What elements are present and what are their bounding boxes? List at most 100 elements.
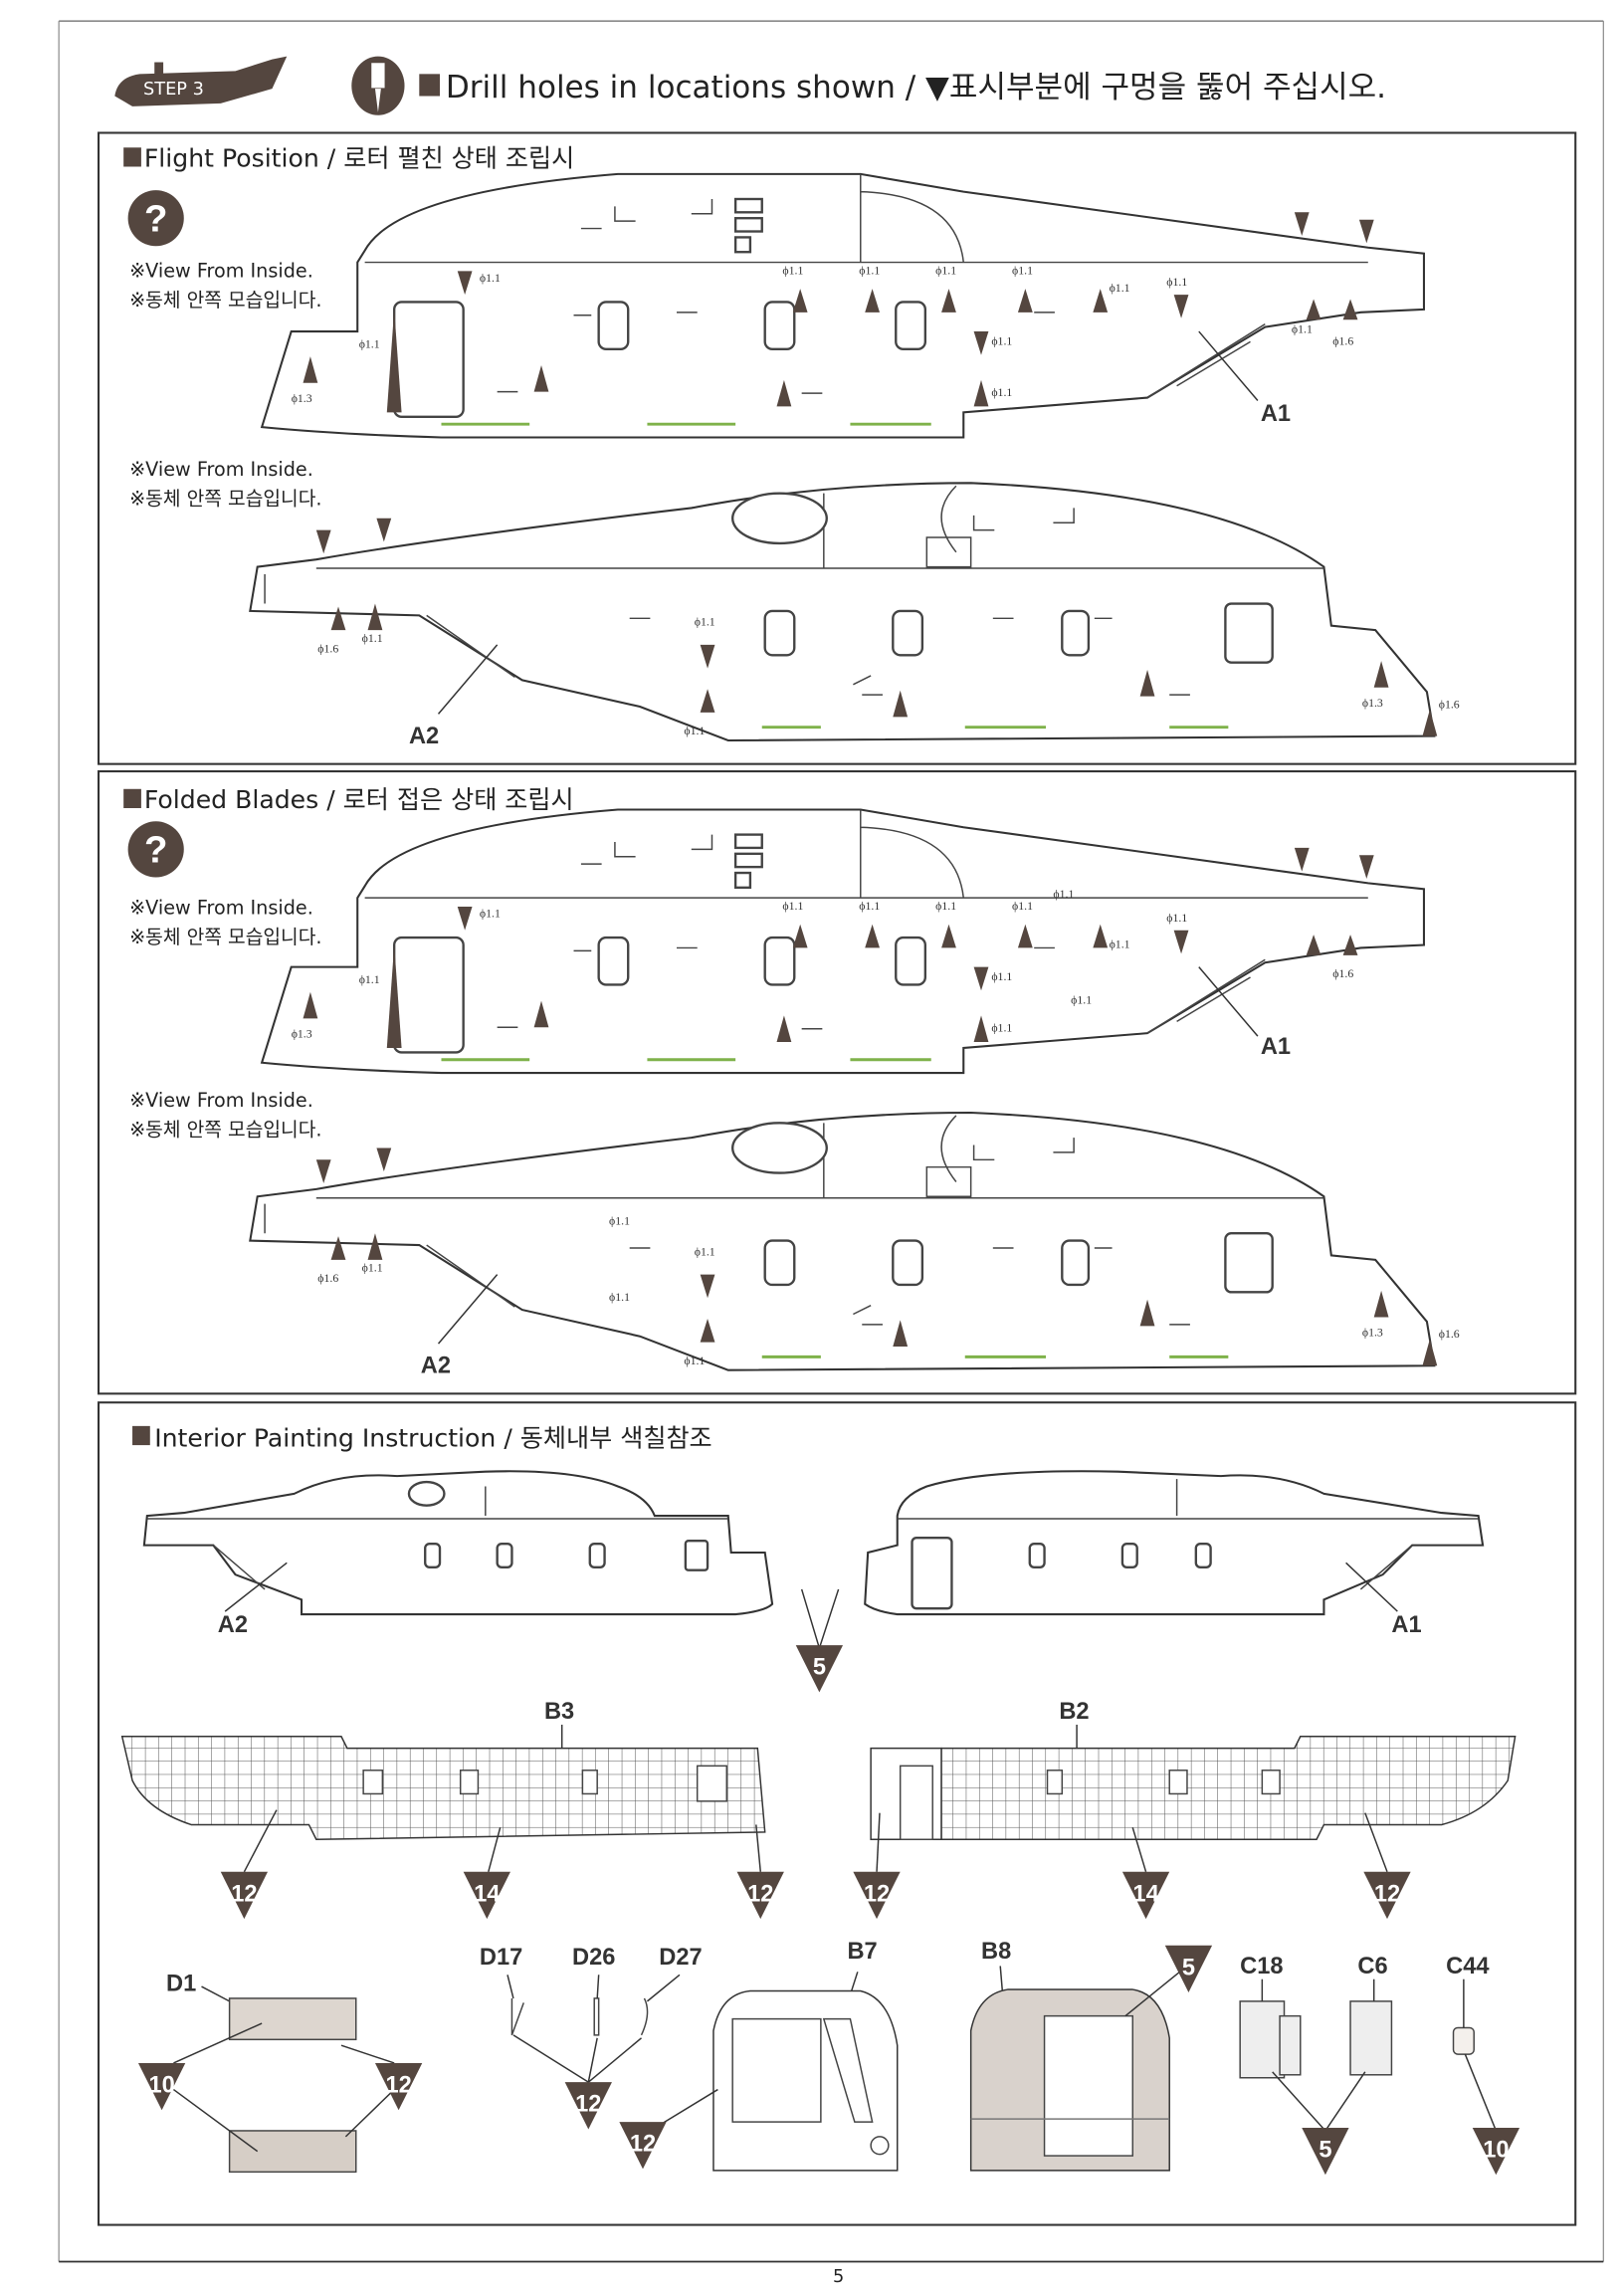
label: ϕ1.1	[480, 271, 501, 285]
label: ϕ1.1	[609, 1213, 630, 1227]
part-label-a1: A1	[1391, 1612, 1421, 1638]
label: ϕ1.1	[1166, 275, 1187, 289]
d-parts	[510, 1997, 649, 2036]
label: ϕ1.1	[935, 263, 956, 277]
paint-code-badge: 10	[1472, 2128, 1521, 2176]
label: ϕ1.1	[782, 263, 803, 277]
interior-title: Interior Painting Instruction / 동체내부 색칠참…	[154, 1424, 711, 1453]
part-label-a2: A2	[421, 1354, 451, 1379]
hole-labels-a2-folded: ϕ1.1 ϕ1.6 ϕ1.1 ϕ1.1 ϕ1.1 ϕ1.1 ϕ1.3 ϕ1.6	[317, 1213, 1460, 1366]
label: ϕ1.1	[935, 899, 956, 913]
view-note-ko: ※동체 안쪽 모습입니다.	[129, 289, 321, 312]
part-label-a1: A1	[1261, 401, 1291, 427]
view-note-en: ※View From Inside.	[129, 259, 313, 282]
label: ϕ1.1	[362, 1261, 383, 1275]
label: ϕ1.6	[317, 641, 338, 655]
interior-fuselage-a1	[864, 1470, 1485, 1616]
label: ϕ1.1	[695, 615, 715, 629]
hole-labels-a1: ϕ1.1 ϕ1.1 ϕ1.1 ϕ1.1 ϕ1.1 ϕ1.1 ϕ1.1 ϕ1.1 …	[292, 263, 1354, 405]
label: ϕ1.3	[292, 1027, 312, 1041]
hole-labels-a2: ϕ1.6 ϕ1.1 ϕ1.1 ϕ1.1 ϕ1.3 ϕ1.6	[317, 615, 1460, 737]
view-note-en: ※View From Inside.	[129, 1089, 313, 1112]
header-instruction: Drill holes in locations shown / ▼표시부분에 …	[446, 70, 1386, 105]
view-note-ko: ※동체 안쪽 모습입니다.	[129, 487, 321, 510]
fuselage-a2-flight	[248, 481, 1439, 742]
leader-line	[800, 1588, 840, 1651]
b7-part	[712, 1989, 899, 2172]
label: ϕ1.1	[1053, 887, 1074, 901]
svg-text:?: ?	[144, 198, 167, 241]
b2-panel	[940, 1736, 1517, 1840]
leader-line	[1345, 1562, 1398, 1612]
label: ϕ1.1	[1071, 993, 1092, 1007]
paint-code-badge: 10	[137, 2062, 186, 2111]
paint-code-badge: 5	[1164, 1945, 1213, 1992]
label: ϕ1.3	[292, 391, 312, 405]
d1-part-bottom	[228, 2130, 357, 2174]
drill-icon	[351, 56, 405, 115]
bullet-square	[132, 1425, 150, 1446]
view-note-ko: ※동체 안쪽 모습입니다.	[129, 1119, 321, 1142]
label: ϕ1.1	[609, 1290, 630, 1304]
leader-line	[1198, 330, 1259, 402]
leader-line	[437, 644, 499, 715]
label: 14	[1132, 1881, 1159, 1907]
part-label-a1: A1	[1261, 1034, 1291, 1060]
paint-code-badge: 12	[853, 1871, 901, 1920]
leader-line	[437, 1274, 499, 1345]
paint-code-badge: 12	[220, 1871, 269, 1920]
label: 12	[630, 2132, 656, 2158]
part-label-a2: A2	[218, 1612, 248, 1638]
c6-panel	[1349, 2000, 1393, 2076]
paint-code-badge: 5	[1302, 2128, 1349, 2176]
step-badge: STEP 3	[114, 56, 288, 106]
paint-code-badge: 12	[564, 2082, 612, 2130]
label: ϕ1.1	[1012, 899, 1033, 913]
leader-line	[224, 1562, 288, 1612]
b3-panel	[120, 1736, 766, 1841]
label: 12	[385, 2073, 411, 2099]
label: ϕ1.1	[782, 899, 803, 913]
label: ϕ1.1	[991, 969, 1012, 983]
part-label-d1: D1	[166, 1972, 196, 1997]
view-note-en: ※View From Inside.	[129, 896, 313, 919]
question-icon: ?	[127, 190, 184, 247]
label: ϕ1.1	[480, 906, 501, 920]
label: ϕ1.1	[991, 1021, 1012, 1035]
d1-part-top	[228, 1997, 357, 2041]
step-label: STEP 3	[143, 80, 204, 100]
paint-code-badge: 14	[1121, 1871, 1170, 1920]
label: ϕ1.1	[991, 333, 1012, 347]
flight-position-panel	[98, 131, 1577, 765]
part-label-b3: B3	[544, 1699, 574, 1725]
paint-code-badge: 12	[619, 2122, 667, 2170]
view-note-en: ※View From Inside.	[129, 458, 313, 481]
folded-blades-title: Folded Blades / 로터 접은 상태 조립시	[144, 785, 574, 814]
label: 10	[1483, 2138, 1509, 2164]
label: ϕ1.6	[1332, 333, 1353, 347]
label: 5	[813, 1655, 826, 1681]
label: 5	[1182, 1955, 1195, 1980]
fuselage-a2-folded	[248, 1111, 1439, 1372]
label: ϕ1.1	[1110, 281, 1130, 295]
label: 12	[231, 1881, 257, 1907]
label: ϕ1.1	[859, 899, 880, 913]
label: 12	[1374, 1881, 1400, 1907]
paint-code-badge: 14	[463, 1871, 510, 1920]
fuselage-a1-folded	[260, 808, 1426, 1075]
question-icon: ?	[127, 821, 184, 878]
label: ϕ1.1	[684, 724, 705, 737]
paint-code-badge: 12	[374, 2062, 423, 2111]
label: 12	[864, 1881, 890, 1907]
interior-panel	[98, 1401, 1577, 2226]
part-label-b8: B8	[981, 1939, 1011, 1965]
part-label-d26: D26	[572, 1945, 615, 1971]
part-label-c44: C44	[1446, 1954, 1490, 1980]
c18-panel	[1239, 2000, 1302, 2079]
svg-text:?: ?	[144, 829, 167, 872]
bullet-square	[419, 74, 440, 97]
label: ϕ1.1	[991, 385, 1012, 399]
label: 12	[747, 1881, 773, 1907]
label: ϕ1.1	[695, 1244, 715, 1258]
